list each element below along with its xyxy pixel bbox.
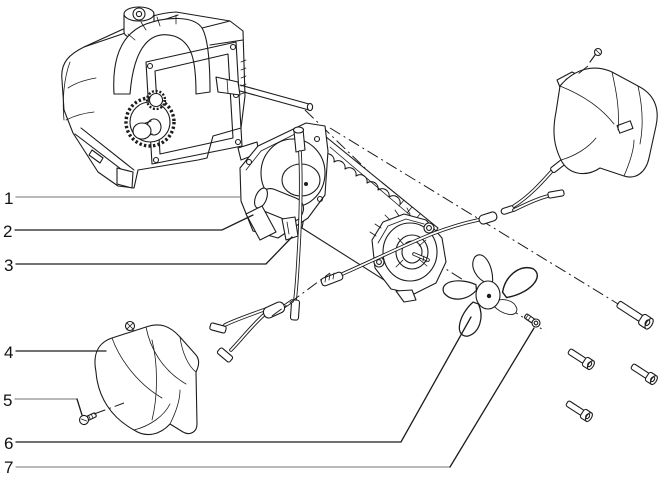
carry-handle: [113, 14, 211, 95]
crimp-sleeve: [478, 211, 498, 225]
motor-shaft: [412, 252, 430, 263]
callout-7: 7: [4, 458, 13, 477]
brush-holder-assembly: [254, 187, 305, 222]
crimp-lug: [320, 271, 344, 287]
cooling-fan: [442, 254, 538, 337]
lower-mount-tab: [245, 205, 277, 241]
upper-motor-cover: [553, 47, 658, 178]
callout-5: 5: [3, 391, 12, 410]
short-bolt: [630, 363, 658, 386]
wire-harness: [209, 150, 566, 363]
electric-motor: [237, 122, 447, 303]
axis-through-bolt: [329, 127, 647, 322]
leader-7-diag: [449, 327, 535, 468]
spade-terminal: [547, 189, 565, 199]
terminal-clip: [281, 216, 299, 241]
pump-shaft: [215, 76, 314, 112]
callout-4: 4: [4, 343, 13, 362]
leader-3: [15, 236, 293, 265]
callout-labels: 1 2 3 4 5 6 7: [3, 189, 13, 477]
lower-motor-cover: [94, 320, 200, 436]
callout-1: 1: [4, 189, 13, 208]
pump-gears: [124, 89, 176, 148]
callout-3: 3: [4, 256, 13, 275]
through-bolt-head: [423, 222, 435, 234]
leader-lines: [14, 196, 535, 468]
cover-slot: [616, 120, 634, 134]
short-bolt: [567, 348, 595, 371]
spade-terminal: [209, 322, 227, 334]
spade-terminal: [289, 299, 301, 321]
crimp-sleeve: [262, 301, 286, 319]
upper-cover-screw: [577, 47, 603, 75]
callout-2: 2: [3, 222, 12, 241]
pump-gearbox-assembly: [61, 6, 314, 189]
leader-5-diag: [76, 398, 83, 416]
mount-base: [74, 127, 135, 189]
short-bolt: [565, 400, 593, 423]
lower-cover-screw: [78, 412, 97, 426]
leader-2: [14, 214, 254, 231]
spade-terminal: [216, 347, 234, 363]
callout-6: 6: [4, 434, 13, 453]
leader-6: [15, 316, 472, 443]
fan-screw: [524, 313, 541, 328]
long-through-bolt: [616, 300, 654, 330]
terminal-post: [292, 126, 306, 153]
